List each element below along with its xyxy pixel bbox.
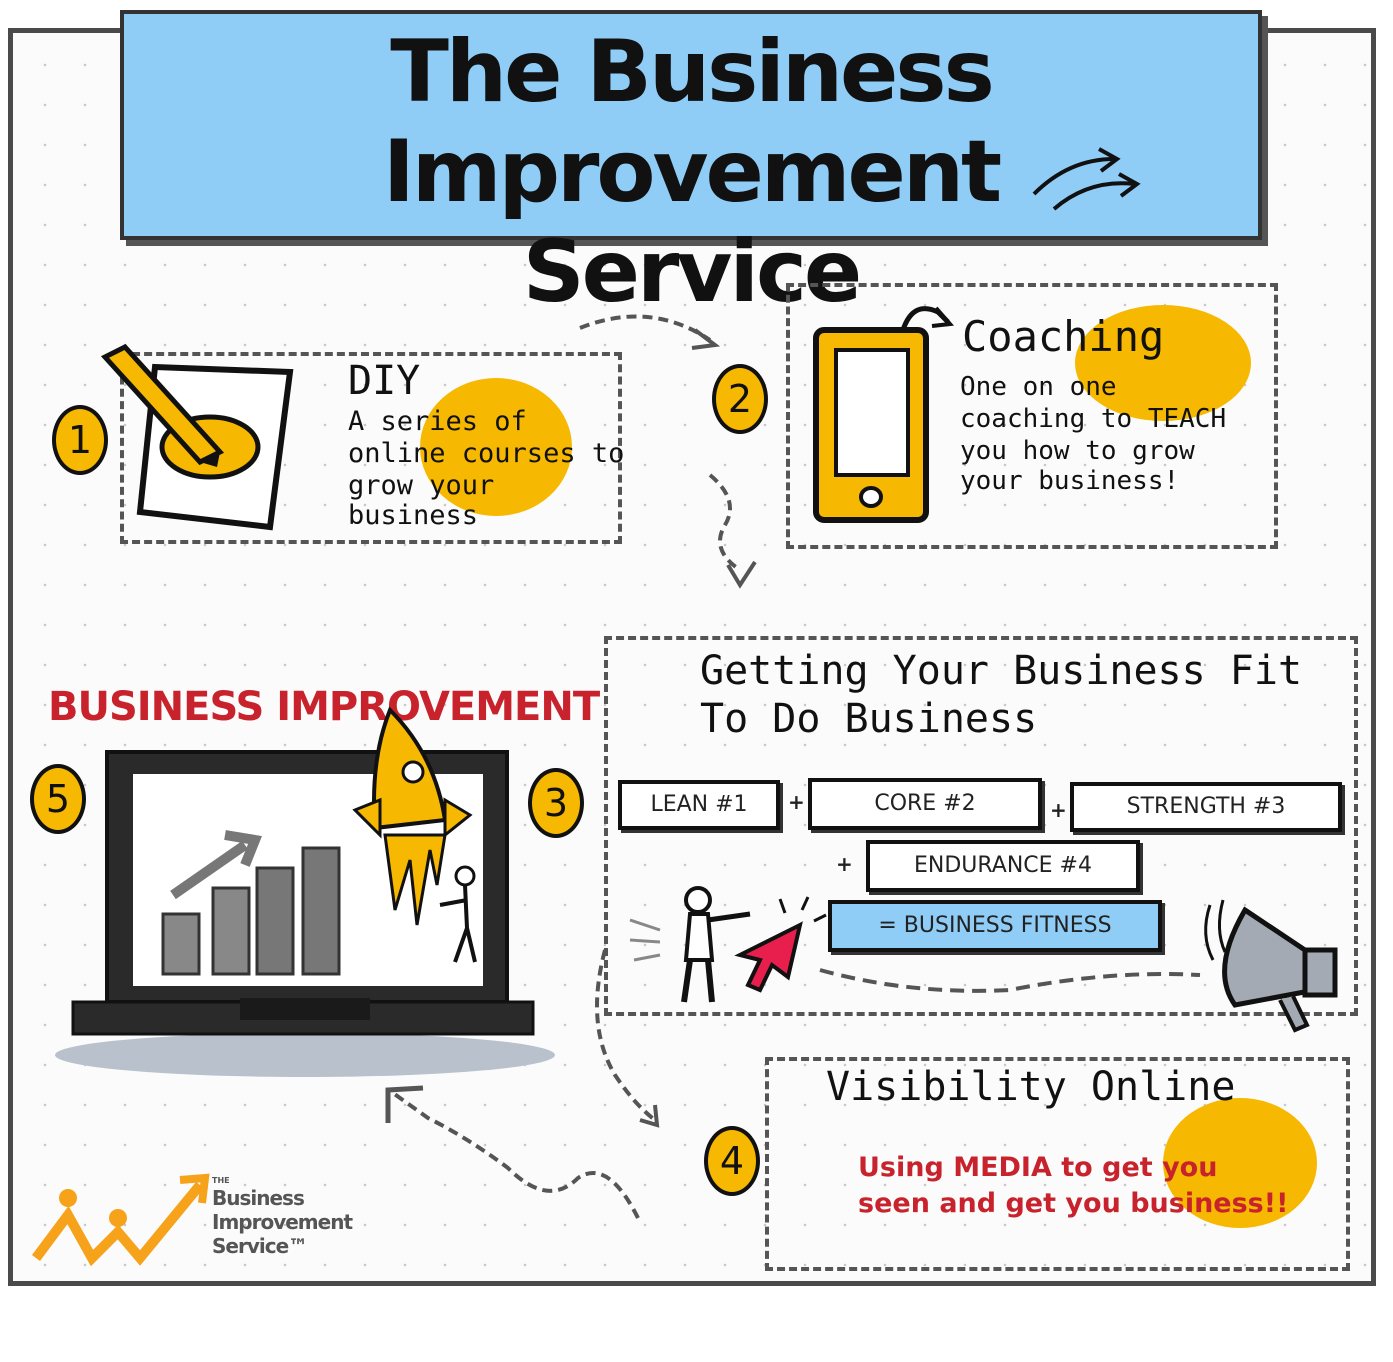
laptop-growth-illustration: [55, 706, 555, 1077]
diy-highlight: [420, 378, 572, 516]
step-1-badge: 1: [52, 405, 108, 475]
diy-box: [120, 352, 622, 544]
coaching-text-1: One on one: [960, 372, 1117, 402]
business-fitness-chip: = BUSINESS FITNESS: [828, 900, 1162, 952]
title-banner: The Business Improvement Service: [120, 10, 1262, 322]
fitness-heading-2: To Do Business: [700, 696, 1038, 742]
diy-text-1: A series of: [348, 406, 527, 437]
double-arrow-icon: [1032, 147, 1141, 211]
step-5-badge: 5: [30, 764, 86, 834]
diy-text-4: business: [348, 500, 479, 531]
coaching-text-2: coaching to TEACH: [960, 404, 1227, 434]
diy-heading: DIY: [348, 358, 421, 404]
logo-text-2: Improvement: [212, 1210, 353, 1234]
logo-mark-icon: [31, 1173, 210, 1267]
endurance-chip: ENDURANCE #4: [866, 840, 1140, 892]
diy-text-3: grow your: [348, 470, 495, 501]
plus-1: +: [788, 790, 805, 814]
visibility-heading: Visibility Online: [826, 1064, 1236, 1110]
logo-text-1: Business: [212, 1186, 305, 1210]
paper-pencil-icon: [100, 343, 294, 531]
coaching-text-4: your business!: [960, 466, 1180, 496]
plus-2: +: [1050, 798, 1067, 822]
coaching-box: [786, 283, 1278, 549]
dashed-connector: [819, 968, 1201, 993]
arrow-3-to-4: [595, 949, 660, 1128]
arrow-1-to-2: [579, 314, 721, 350]
step-2-badge: 2: [712, 364, 768, 434]
logo-text-3: Service™: [212, 1234, 308, 1258]
cursor-click-icon: [734, 896, 827, 993]
core-chip: CORE #2: [808, 778, 1042, 830]
arrow-4-to-5: [385, 1085, 640, 1219]
strength-chip: STRENGTH #3: [1070, 782, 1342, 832]
coaching-highlight: [1075, 305, 1251, 421]
title-line-2: Service: [522, 222, 863, 322]
phone-icon: [813, 306, 955, 523]
visibility-box: [765, 1057, 1350, 1271]
visibility-text-2: seen and get you business!!: [858, 1188, 1289, 1219]
step-4-badge: 4: [704, 1126, 760, 1196]
plus-3: +: [836, 852, 853, 876]
coaching-text-3: you how to grow: [960, 436, 1195, 466]
visibility-highlight: [1163, 1098, 1317, 1228]
fitness-box: [604, 636, 1358, 1016]
fitness-heading-1: Getting Your Business Fit: [700, 648, 1303, 694]
step-3-badge: 3: [528, 768, 584, 838]
lean-chip: LEAN #1: [618, 780, 780, 830]
business-improvement-heading: BUSINESS IMPROVEMENT: [48, 684, 600, 730]
logo-small-text: THE: [212, 1176, 230, 1185]
arrow-2-to-3: [708, 473, 757, 589]
megaphone-icon: [1204, 899, 1338, 1033]
visibility-text-1: Using MEDIA to get you: [858, 1152, 1218, 1183]
diy-text-2: online courses to: [348, 438, 625, 469]
coaching-heading: Coaching: [962, 312, 1165, 361]
person-pointing-icon: [629, 886, 751, 1003]
title-line-1: The Business Improvement: [382, 22, 1002, 222]
